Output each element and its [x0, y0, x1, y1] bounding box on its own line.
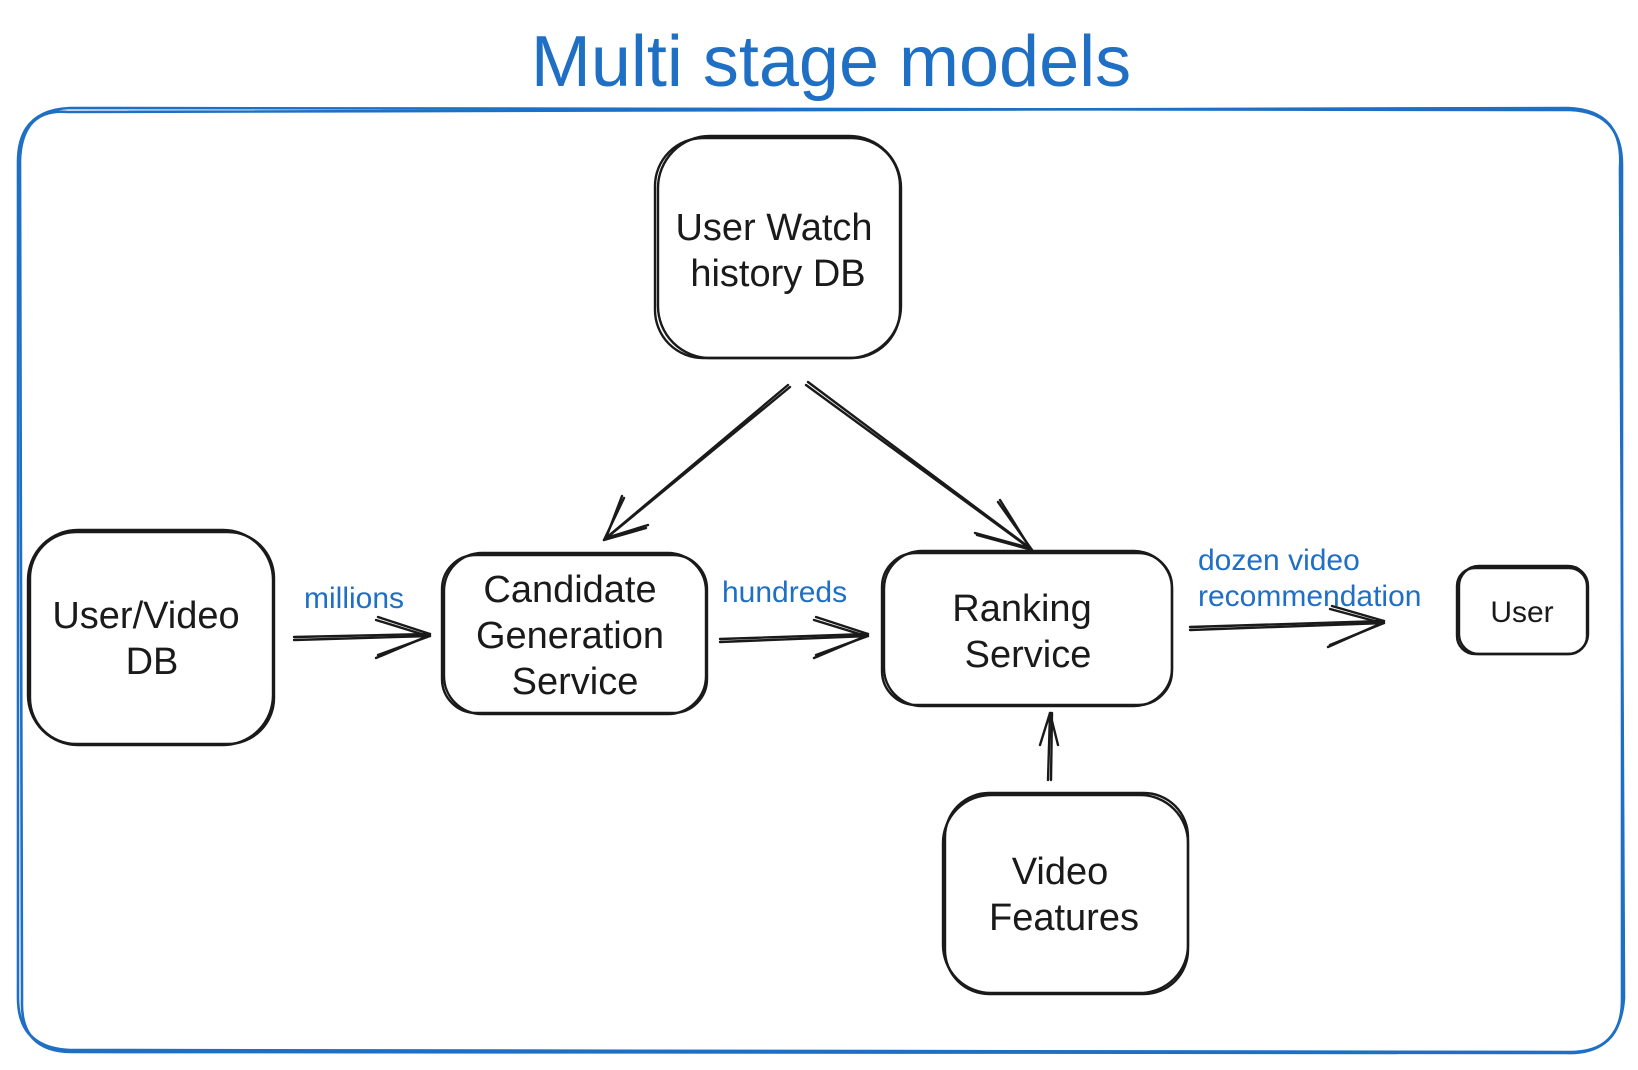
arrow-watch-to-candidate — [602, 383, 792, 542]
arrow-userdb-to-candidate — [292, 615, 432, 660]
edge-label-millions: millions — [304, 582, 404, 615]
node-label-user: User — [1490, 596, 1553, 629]
node-label-candidate-line1: Candidate — [483, 569, 656, 611]
arrow-candidate-to-ranking — [718, 615, 870, 660]
node-user-watch-history-db[interactable]: User Watch history DB — [653, 134, 903, 360]
node-label-user-video-db-line1: User/Video — [52, 595, 239, 637]
node-candidate-generation-service[interactable]: Candidate Generation Service — [440, 551, 709, 716]
node-label-video-features-line1: Video — [1012, 851, 1109, 893]
node-label-user-watch-history-db-line1: User Watch — [675, 207, 872, 249]
arrow-features-to-ranking — [1038, 711, 1060, 782]
node-user[interactable]: User — [1455, 564, 1590, 656]
outer-frame — [16, 106, 1626, 1055]
arrow-ranking-to-user — [1188, 604, 1386, 649]
edge-label-dozen-line1: dozen video — [1198, 544, 1360, 577]
diagram-title: Multi stage models — [531, 22, 1131, 102]
node-label-user-watch-history-db-line2: history DB — [690, 253, 865, 295]
edge-label-hundreds: hundreds — [722, 576, 847, 609]
node-user-video-db[interactable]: User/Video DB — [26, 528, 276, 747]
node-label-ranking-line2: Service — [965, 634, 1092, 676]
node-label-video-features-line2: Features — [989, 897, 1139, 939]
node-video-features[interactable]: Video Features — [941, 791, 1190, 996]
arrow-watch-to-ranking — [804, 380, 1034, 552]
node-label-user-video-db-line2: DB — [126, 641, 179, 683]
node-ranking-service[interactable]: Ranking Service — [880, 549, 1174, 708]
node-label-candidate-line3: Service — [512, 661, 639, 703]
node-label-candidate-line2: Generation — [476, 615, 664, 657]
node-label-ranking-line1: Ranking — [952, 588, 1091, 630]
edge-label-dozen-line2: recommendation — [1198, 580, 1421, 613]
